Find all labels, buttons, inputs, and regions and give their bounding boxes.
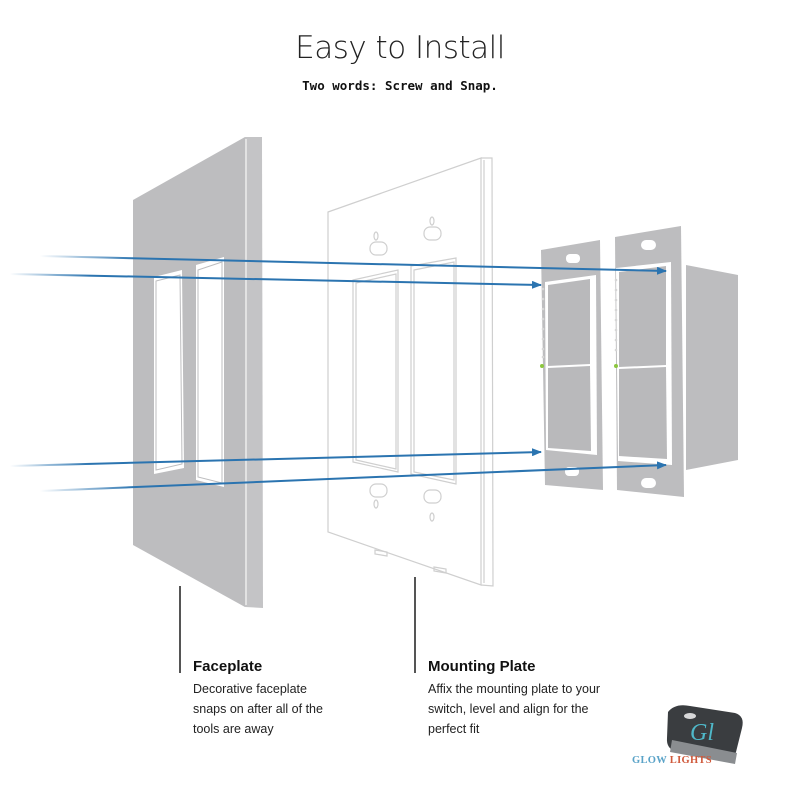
indicator-led [540,364,544,368]
logo-wordmark: GLOW LIGHTS [632,755,712,766]
arrow-bottom-2 [39,461,667,492]
indicator-led [614,364,618,368]
faceplate-description: Decorative faceplate snaps on after all … [193,682,323,736]
mounting-plate-label: Mounting Plate [428,658,536,675]
logo-word-lights: LIGHTS [669,755,712,766]
page-title: Easy to Install [295,30,505,66]
page-subtitle: Two words: Screw and Snap. [302,78,498,93]
glow-lights-logo: Gl [666,705,743,764]
svg-text:Gl: Gl [690,720,714,746]
mounting-plate-callout: Mounting Plate Affix the mounting plate … [428,658,628,739]
mounting-plate-illustration [327,157,494,587]
faceplate-overlap [133,200,154,545]
faceplate-callout: Faceplate Decorative faceplate snaps on … [193,658,393,739]
switch-2-illustration [614,226,738,497]
arrow-top-2 [9,273,542,289]
arrow-top-1 [39,255,667,275]
arrow-bottom-1 [9,448,542,467]
faceplate-label: Faceplate [193,658,263,675]
faceplate-illustration [133,137,263,608]
alignment-arrows [9,255,667,492]
mounting-plate-description: Affix the mounting plate to your switch,… [428,682,601,736]
switch-1-illustration [540,240,603,490]
logo-word-glow: GLOW [632,755,667,766]
